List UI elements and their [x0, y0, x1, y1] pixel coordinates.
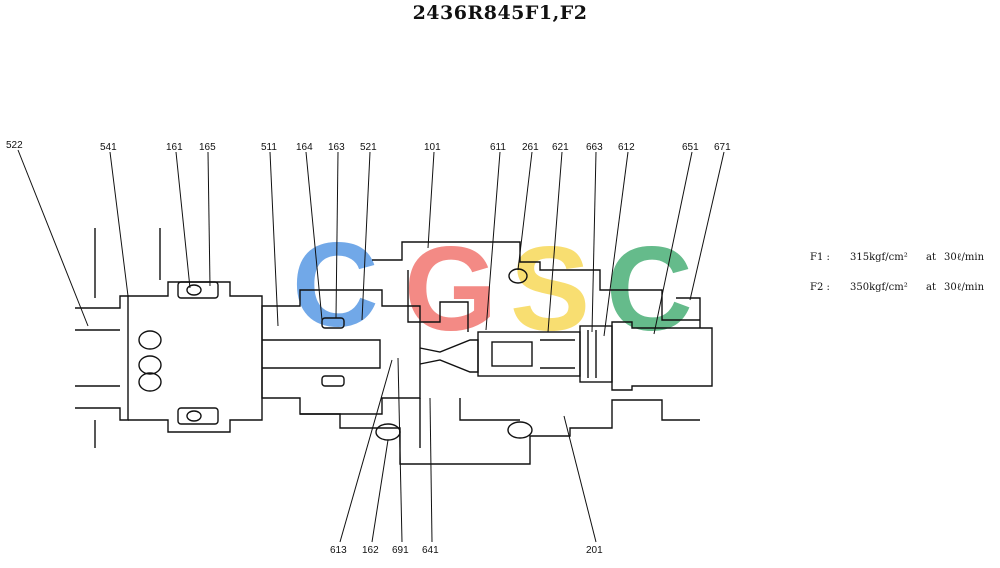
part-labels-bottom: 613 162 691 641 201 — [330, 545, 603, 556]
part-label: 201 — [586, 545, 603, 556]
part-label: 164 — [296, 142, 313, 153]
part-label: 663 — [586, 142, 603, 153]
part-label: 261 — [522, 142, 539, 153]
part-label: 521 — [360, 142, 377, 153]
part-label: 522 — [6, 140, 23, 151]
spec-flow: 30ℓ/min — [944, 282, 985, 293]
part-label: 612 — [618, 142, 635, 153]
watermark-letter-4: C — [606, 222, 693, 356]
part-label: 511 — [261, 142, 277, 153]
spec-at: at — [926, 282, 936, 293]
watermark-letter-1: C — [292, 218, 379, 352]
spec-at: at — [926, 252, 936, 263]
spec-pressure: 315kgf/cm² — [850, 252, 908, 263]
part-label: 621 — [552, 142, 569, 153]
drawing-title: 2436R845F1,F2 — [412, 2, 588, 24]
part-label: 691 — [392, 545, 409, 556]
part-label: 541 — [100, 142, 117, 153]
part-label: 101 — [424, 142, 441, 153]
spec-key: F1 : — [810, 252, 830, 263]
valve-body — [75, 228, 713, 465]
part-label: 671 — [714, 142, 731, 153]
spec-key: F2 : — [810, 282, 830, 293]
spec-line-f1: F1 : 315kgf/cm² at 30ℓ/min — [810, 252, 984, 263]
part-label: 165 — [199, 142, 216, 153]
part-label: 162 — [362, 545, 379, 556]
watermark: C G S C — [292, 218, 693, 356]
watermark-letter-3: S — [510, 222, 590, 356]
spec-line-f2: F2 : 350kgf/cm² at 30ℓ/min — [810, 282, 984, 293]
spec-flow: 30ℓ/min — [944, 252, 985, 263]
part-label: 613 — [330, 545, 347, 556]
part-label: 611 — [490, 142, 506, 153]
part-label: 163 — [328, 142, 345, 153]
spec-pressure: 350kgf/cm² — [850, 282, 908, 293]
part-labels-top: 522 541 161 165 511 164 163 521 101 611 … — [6, 140, 731, 153]
leader-lines — [17, 149, 725, 543]
part-label: 641 — [422, 545, 439, 556]
part-label: 651 — [682, 142, 699, 153]
part-label: 161 — [166, 142, 183, 153]
